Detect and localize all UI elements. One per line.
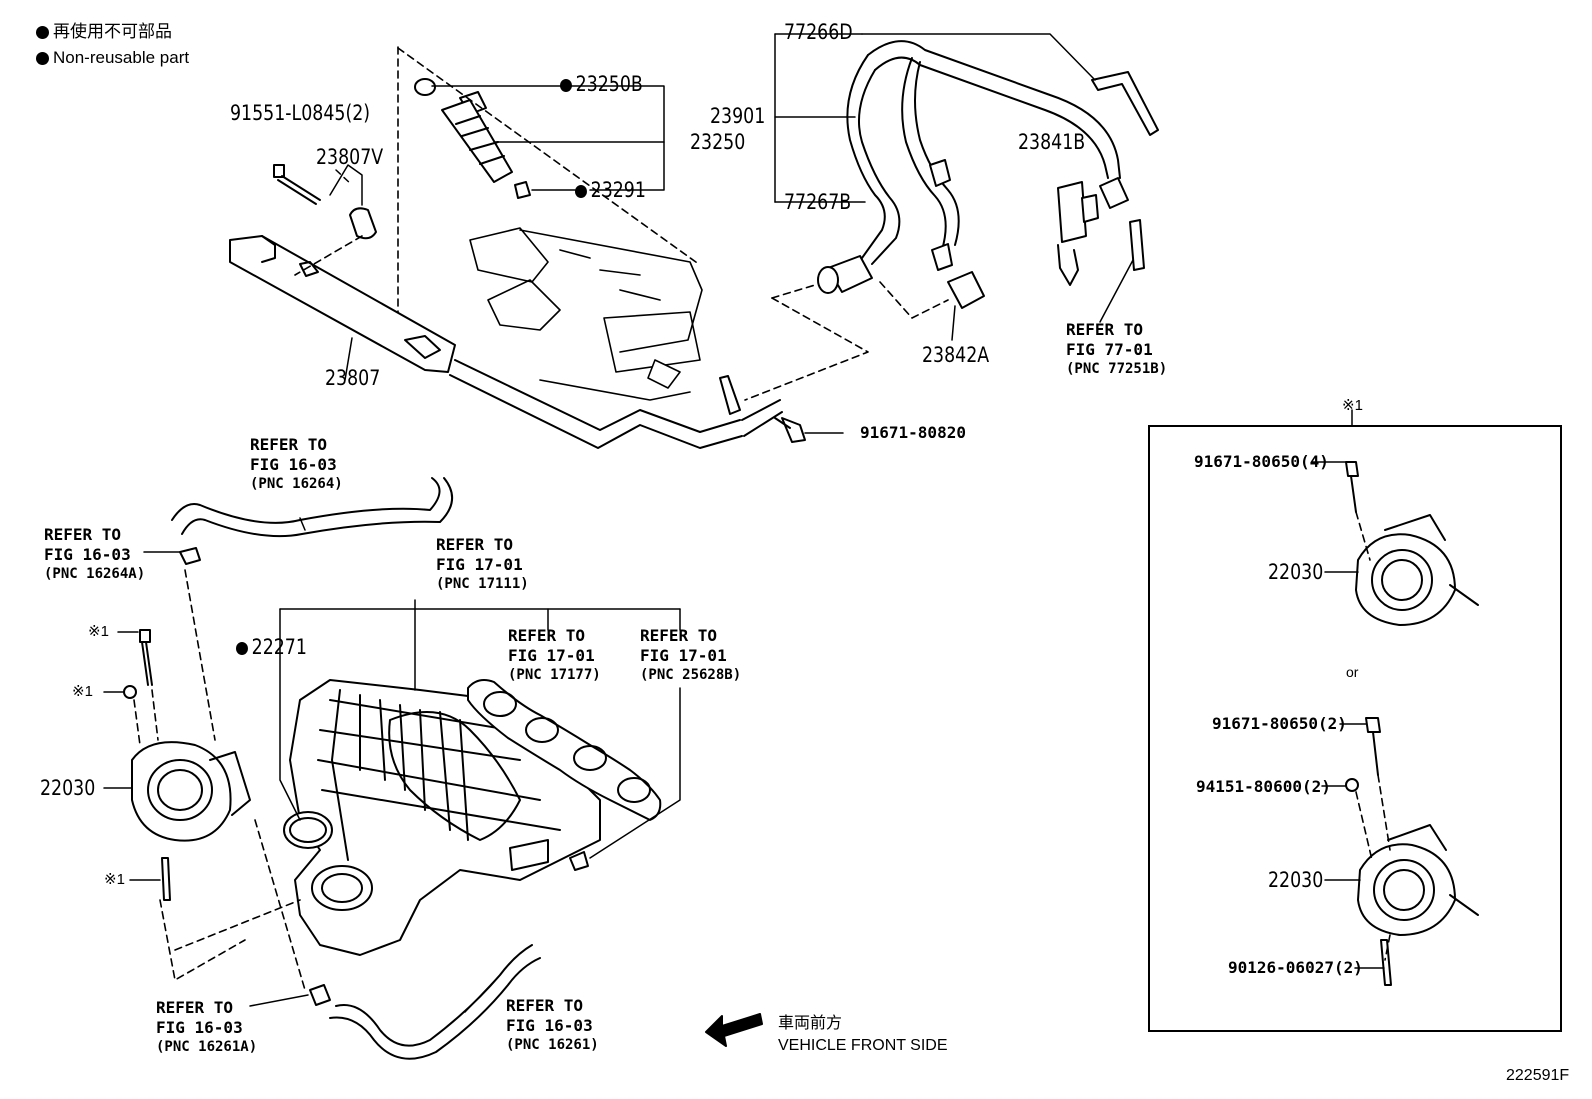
- ref-16261-l3: (PNC 16261): [506, 1037, 599, 1053]
- mark-box: ※1: [1342, 397, 1363, 414]
- label-90126-06027-2: 90126-06027(2): [1228, 958, 1363, 977]
- legend-non-reusable-en: Non-reusable part: [36, 49, 189, 66]
- label-23291-text: 23291: [590, 178, 646, 202]
- ref-17177-l3: (PNC 17177): [508, 667, 601, 683]
- direction-en: VEHICLE FRONT SIDE: [778, 1037, 948, 1054]
- label-23250: 23250: [690, 130, 746, 154]
- ref-16264-l1: REFER TO: [250, 435, 328, 454]
- ref-25628b-l2: FIG 17-01: [640, 646, 727, 665]
- ref-17111-l1: REFER TO: [436, 535, 514, 554]
- ref-16261a: REFER TO FIG 16-03 (PNC 16261A): [156, 998, 258, 1055]
- ref-77251b-l1: REFER TO: [1066, 320, 1144, 339]
- ref-16261: REFER TO FIG 16-03 (PNC 16261): [506, 996, 599, 1053]
- ref-16264a-l1: REFER TO: [44, 525, 122, 544]
- label-23841b: 23841B: [1018, 130, 1086, 154]
- label-94151-80600-2: 94151-80600(2): [1196, 777, 1331, 796]
- label-22271-text: 22271: [251, 635, 307, 659]
- ref-16261-l2: FIG 16-03: [506, 1016, 593, 1035]
- injector-23250-drawing: [414, 78, 531, 199]
- legend-line2: Non-reusable part: [53, 48, 190, 67]
- label-91671-80650-2: 91671-80650(2): [1212, 714, 1347, 733]
- label-77266d: 77266D: [784, 20, 853, 44]
- label-91671-80650-4: 91671-80650(4): [1194, 452, 1329, 471]
- ref-25628b: REFER TO FIG 17-01 (PNC 25628B): [640, 626, 742, 683]
- ref-17177-l2: FIG 17-01: [508, 646, 595, 665]
- vsv-23841b-drawing: [1057, 181, 1099, 286]
- label-23807v: 23807V: [316, 145, 384, 169]
- ref-16264a-l2: FIG 16-03: [44, 545, 131, 564]
- ref-77251b: REFER TO FIG 77-01 (PNC 77251B): [1066, 320, 1168, 377]
- non-reusable-dot-icon: [575, 184, 587, 198]
- label-22030-box1: 22030: [1268, 560, 1324, 584]
- throttle-body-box1-drawing: [1345, 461, 1479, 626]
- label-22271: 22271: [236, 637, 307, 658]
- legend-non-reusable-jp: 再使用不可部品: [36, 23, 172, 40]
- ref-25628b-l1: REFER TO: [640, 626, 718, 645]
- ref-17177-l1: REFER TO: [508, 626, 586, 645]
- label-23807: 23807: [325, 366, 381, 390]
- label-91551: 91551-L0845(2): [230, 101, 371, 125]
- mark-bolt-upper: ※1: [88, 623, 109, 640]
- figure-id: 222591F: [1506, 1067, 1570, 1084]
- front-direction-arrow: [705, 1013, 763, 1047]
- ref-25628b-l3: (PNC 25628B): [640, 667, 742, 683]
- bolt-91671-80820-drawing: [774, 417, 806, 443]
- label-77267b: 77267B: [784, 190, 852, 214]
- label-22030-left: 22030: [40, 776, 96, 800]
- ref-16264a: REFER TO FIG 16-03 (PNC 16264A): [44, 525, 146, 582]
- ref-17177: REFER TO FIG 17-01 (PNC 17177): [508, 626, 601, 683]
- legend-line1: 再使用不可部品: [53, 22, 172, 41]
- alternate-parts-box: [1148, 425, 1562, 1032]
- hose-16264-drawing: [171, 477, 453, 565]
- hose-77251b-drawing: [1129, 219, 1145, 271]
- mark-nut: ※1: [72, 683, 93, 700]
- throttle-body-left-drawing: [123, 629, 251, 901]
- ref-77251b-l3: (PNC 77251B): [1066, 361, 1168, 377]
- ref-77251b-l2: FIG 77-01: [1066, 340, 1153, 359]
- ref-16264a-l3: (PNC 16264A): [44, 566, 146, 582]
- manifold-gasket-drawing: [467, 679, 662, 821]
- ref-17111-l3: (PNC 17111): [436, 576, 529, 592]
- ref-16261a-l3: (PNC 16261A): [156, 1039, 258, 1055]
- ref-16261a-l1: REFER TO: [156, 998, 234, 1017]
- ref-16264-l2: FIG 16-03: [250, 455, 337, 474]
- non-reusable-dot-icon: [560, 78, 572, 92]
- label-23842a: 23842A: [922, 343, 990, 367]
- leader-lines: [103, 33, 1385, 1013]
- ref-17111-l2: FIG 17-01: [436, 555, 523, 574]
- label-22030-box2: 22030: [1268, 868, 1324, 892]
- or-text: or: [1346, 664, 1359, 680]
- ref-16261-l1: REFER TO: [506, 996, 584, 1015]
- fuel-delivery-pipe-drawing: [229, 235, 783, 449]
- ref-16264-l3: (PNC 16264): [250, 476, 343, 492]
- label-23250b-text: 23250B: [575, 72, 643, 96]
- engine-block-drawing: [469, 227, 703, 401]
- non-reusable-dot-icon: [236, 641, 248, 655]
- label-23250b: 23250B: [560, 74, 643, 95]
- direction-jp: 車両前方: [778, 1015, 843, 1032]
- fuel-hose-drawing: [817, 40, 1159, 309]
- ref-16261a-l2: FIG 16-03: [156, 1018, 243, 1037]
- ref-17111: REFER TO FIG 17-01 (PNC 17111): [436, 535, 529, 592]
- bolt-91551-drawing: [273, 164, 321, 205]
- non-reusable-dot-icon: [36, 26, 49, 40]
- non-reusable-dot-icon: [36, 52, 49, 66]
- label-23291: 23291: [575, 180, 646, 201]
- mark-stud: ※1: [104, 871, 125, 888]
- ref-16264: REFER TO FIG 16-03 (PNC 16264): [250, 435, 343, 492]
- hose-16261-drawing: [309, 944, 541, 1060]
- intake-manifold-drawing: [289, 679, 601, 956]
- label-23901: 23901: [710, 104, 766, 128]
- throttle-body-box2-drawing: [1345, 717, 1479, 986]
- label-91671-80820: 91671-80820: [860, 423, 966, 442]
- cushion-23807v-drawing: [349, 207, 377, 240]
